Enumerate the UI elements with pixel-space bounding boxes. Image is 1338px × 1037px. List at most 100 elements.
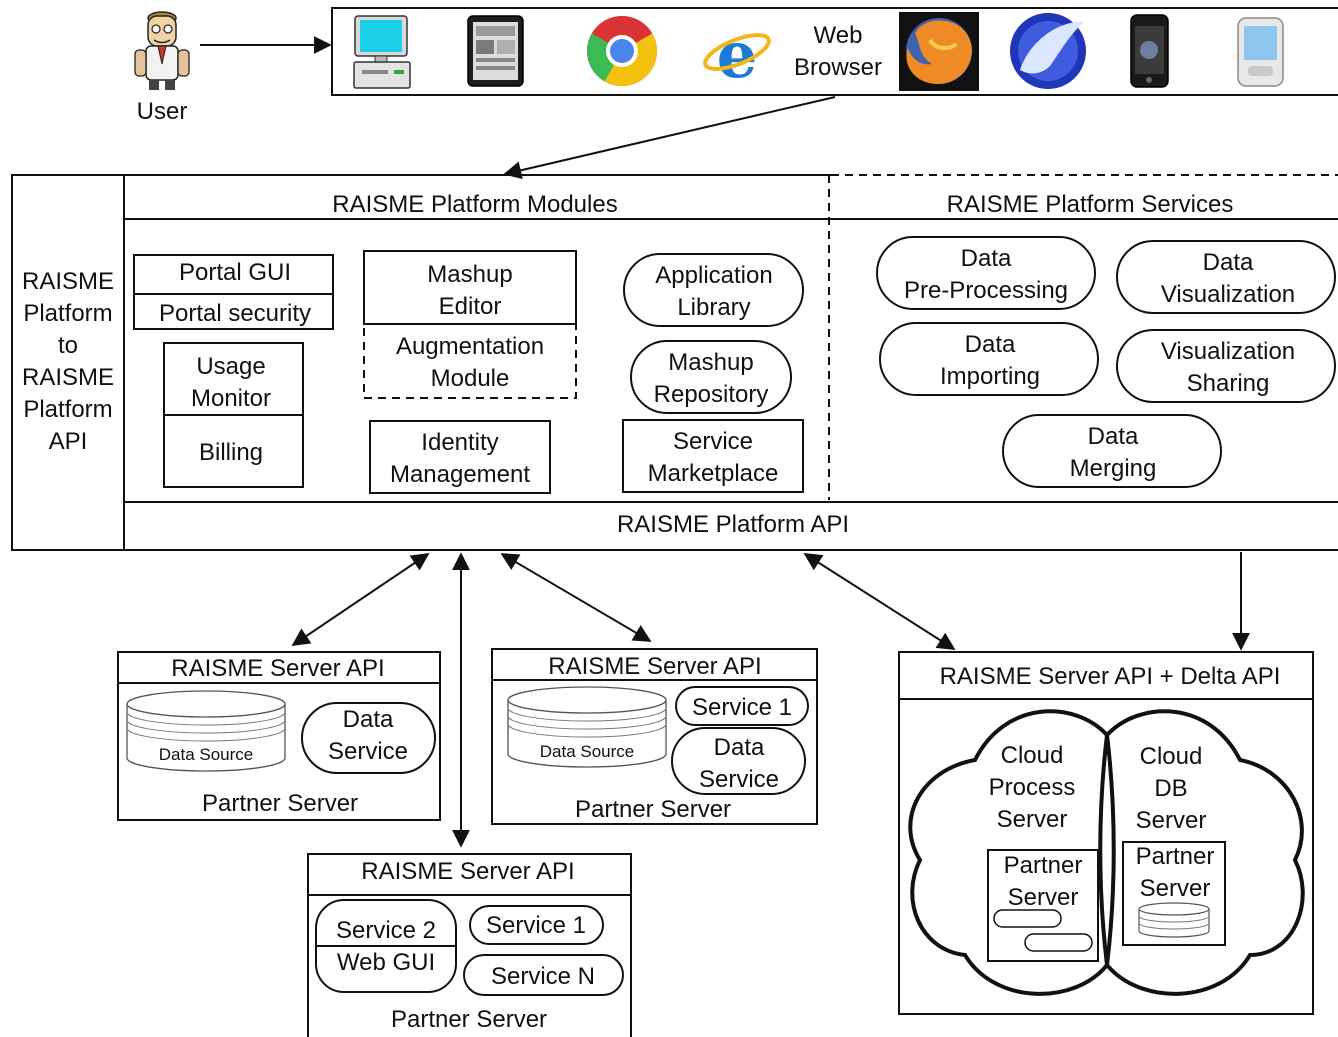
partner3-service1-label: Service 1: [486, 912, 586, 939]
mashup-repository-label-1: Mashup: [668, 349, 753, 376]
data-merging-label-1: Data: [1088, 423, 1139, 450]
partner3-serviceN-box: [463, 954, 624, 996]
svg-text:RAISME: RAISME: [22, 268, 114, 295]
partner3-footer: Partner Server: [391, 1006, 547, 1033]
svg-text:to: to: [58, 332, 78, 359]
mini-service-icon: [993, 909, 1062, 928]
raisme-platform: [11, 173, 1338, 551]
cloud-db-label-2: DB: [1154, 775, 1187, 802]
desktop-computer-icon: [353, 15, 411, 89]
augmentation-label-1: Augmentation: [396, 333, 544, 360]
pda-device-icon: [1237, 17, 1284, 87]
data-preprocessing-label-1: Data: [961, 245, 1012, 272]
partner2-data-service-box: [671, 727, 806, 795]
svg-text:e: e: [717, 18, 758, 93]
mashup-editor-box: [363, 250, 577, 325]
partner1-api-title: RAISME Server API: [171, 655, 384, 682]
web-browser-label-line1: Web: [814, 22, 863, 49]
svg-text:API: API: [49, 428, 88, 455]
cloud-process-label-3: Server: [997, 806, 1068, 833]
cloud-left-partner-label-2: Server: [1008, 884, 1079, 911]
partner2-footer: Partner Server: [575, 796, 731, 823]
seamonkey-browser-icon: [1010, 13, 1086, 89]
service-marketplace-label-1: Service: [673, 428, 753, 455]
data-importing-label-1: Data: [965, 331, 1016, 358]
partner-server-3: [307, 853, 632, 1037]
chrome-browser-icon: [587, 16, 657, 86]
platform-side-label: RAISME Platform to RAISME Platform API: [22, 268, 114, 455]
data-visualization-label-2: Visualization: [1161, 281, 1295, 308]
cloud-right-partner-label-1: Partner: [1136, 843, 1215, 870]
services-title: RAISME Platform Services: [947, 191, 1234, 218]
api-arrow-partner2: [500, 553, 652, 642]
svg-text:Platform: Platform: [23, 396, 112, 423]
cloud-process-label-2: Process: [989, 774, 1076, 801]
database-icon: [1138, 902, 1210, 938]
data-merging-label-2: Merging: [1070, 455, 1157, 482]
usage-monitor-label-1: Usage: [196, 353, 265, 380]
portal-gui-label: Portal GUI: [179, 259, 291, 286]
augmentation-label-2: Module: [431, 365, 510, 392]
tablet-device-icon: [467, 15, 524, 87]
partner3-service1-box: [469, 905, 604, 945]
partner3-api-title: RAISME Server API: [361, 858, 574, 885]
platform-api-label: RAISME Platform API: [617, 511, 849, 538]
cloud-db-label-1: Cloud: [1140, 743, 1203, 770]
application-library-label-1: Application: [655, 262, 772, 289]
browser-to-platform-arrow: [503, 96, 836, 180]
mashup-editor-label-1: Mashup: [427, 261, 512, 288]
identity-management-box: [369, 420, 551, 494]
visualization-sharing-label-2: Sharing: [1187, 370, 1270, 397]
internet-explorer-icon: e: [703, 18, 771, 93]
portal-module-box: [133, 254, 334, 330]
partner1-data-service-label-1: Data: [343, 706, 394, 733]
cloud-api-title: RAISME Server API + Delta API: [940, 663, 1281, 690]
data-visualization-box: [1116, 240, 1336, 314]
mashup-repository-label-2: Repository: [654, 381, 769, 408]
partner3-serviceN-label: Service N: [491, 963, 595, 990]
data-importing-box: [879, 322, 1099, 396]
mashup-repository-box: [630, 340, 792, 414]
firefox-browser-icon: [899, 12, 979, 91]
svg-text:Platform: Platform: [23, 300, 112, 327]
svg-text:RAISME: RAISME: [22, 364, 114, 391]
cloud-right-partner-label-2: Server: [1140, 875, 1211, 902]
data-preprocessing-box: [876, 236, 1096, 310]
partner1-footer: Partner Server: [202, 790, 358, 817]
api-arrow-cloud: [803, 553, 956, 650]
partner2-service1-label: Service 1: [692, 694, 792, 721]
visualization-sharing-label-1: Visualization: [1161, 338, 1295, 365]
api-arrow-partner1: [291, 552, 430, 647]
user-label: User: [137, 98, 188, 125]
cloud-left-partner-label-1: Partner: [1004, 852, 1083, 879]
partner3-web-gui-label: Web GUI: [337, 949, 435, 976]
partner2-service1-box: [675, 686, 809, 726]
partner1-data-source-label: Data Source: [159, 745, 254, 764]
visualization-sharing-box: [1116, 329, 1336, 403]
smartphone-icon: [1130, 14, 1169, 88]
cloud-db-label-3: Server: [1136, 807, 1207, 834]
data-preprocessing-label-2: Pre-Processing: [904, 277, 1068, 304]
portal-security-label: Portal security: [159, 300, 311, 327]
mashup-editor-label-2: Editor: [439, 293, 502, 320]
cloud-process-label-1: Cloud: [1001, 742, 1064, 769]
web-browser-label-line2: Browser: [794, 54, 882, 81]
data-merging-box: [1002, 414, 1222, 488]
partner2-data-service-label-1: Data: [714, 734, 765, 761]
data-visualization-label-1: Data: [1203, 249, 1254, 276]
billing-label: Billing: [199, 439, 263, 466]
mini-service-icon: [1024, 933, 1093, 952]
identity-label-1: Identity: [421, 429, 498, 456]
augmentation-module-box: [363, 323, 577, 399]
partner1-data-service-box: [301, 702, 436, 774]
modules-title: RAISME Platform Modules: [332, 191, 617, 218]
partner2-api-title: RAISME Server API: [548, 653, 761, 680]
user-icon: [134, 11, 190, 90]
partner2-data-source-label: Data Source: [540, 742, 635, 761]
database-icon: [126, 690, 286, 772]
data-importing-label-2: Importing: [940, 363, 1040, 390]
identity-label-2: Management: [390, 461, 530, 488]
database-icon: [507, 686, 667, 768]
service-marketplace-box: [622, 419, 804, 493]
